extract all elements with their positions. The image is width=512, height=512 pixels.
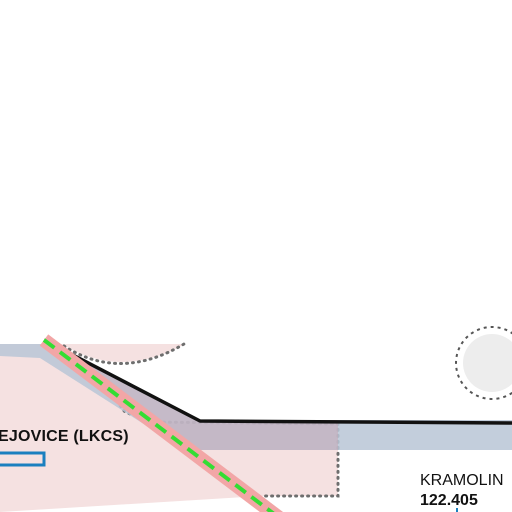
airport-runway-icon[interactable] [0,451,46,467]
airspace-boundary-line [43,338,512,425]
navaid-frequency-label: 122.405 [420,492,478,509]
restricted-area-arc [62,344,185,362]
route-centerline [42,338,275,512]
airspace-band-overlap [46,344,338,450]
navaid-name-label[interactable]: KRAMOLIN [420,472,504,489]
navaid-circle-inner [463,334,512,392]
restricted-area-arc-border [62,342,186,365]
airport-label[interactable]: EJOVICE (LKCS) [0,428,129,445]
